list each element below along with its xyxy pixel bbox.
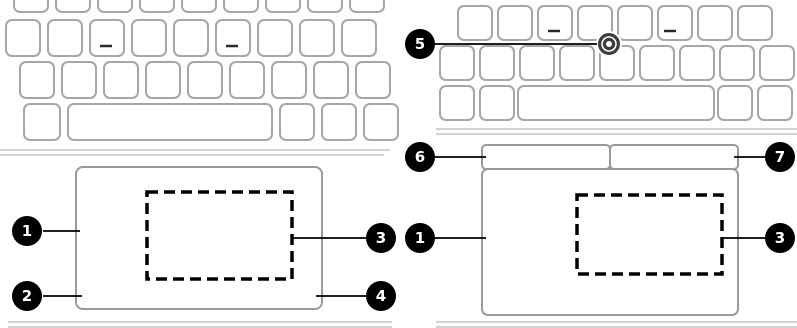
key — [355, 61, 391, 99]
key — [479, 45, 515, 81]
callout-3-right: 3 — [765, 223, 795, 253]
key — [657, 5, 693, 41]
callout-number: 3 — [376, 229, 386, 247]
key — [145, 61, 181, 99]
right-keyboard — [439, 5, 795, 121]
key — [759, 45, 795, 81]
key — [97, 0, 133, 13]
left-touchpad — [75, 166, 323, 310]
key — [559, 45, 595, 81]
key — [479, 85, 515, 121]
callout-6: 6 — [405, 142, 435, 172]
key — [23, 103, 61, 141]
callout-1-right: 1 — [405, 223, 435, 253]
key — [679, 45, 715, 81]
callout-number: 7 — [775, 148, 785, 166]
callout-number: 1 — [22, 222, 32, 240]
callout-number: 4 — [376, 287, 386, 305]
key — [89, 19, 125, 57]
key — [103, 61, 139, 99]
key — [341, 19, 377, 57]
key — [265, 0, 301, 13]
callout-number: 3 — [775, 229, 785, 247]
key — [299, 19, 335, 57]
right-chassis-edge — [436, 128, 797, 328]
callout-5: 5 — [405, 29, 435, 59]
key — [223, 0, 259, 13]
key — [737, 5, 773, 41]
callout-number: 2 — [22, 287, 32, 305]
key — [271, 61, 307, 99]
callout-number: 6 — [415, 148, 425, 166]
key — [257, 19, 293, 57]
spacebar — [517, 85, 715, 121]
key — [321, 103, 357, 141]
key — [577, 5, 613, 41]
key — [215, 19, 251, 57]
left-keyboard — [5, 0, 399, 141]
key — [757, 85, 793, 121]
callout-4-left: 4 — [366, 281, 396, 311]
key — [457, 5, 493, 41]
key — [519, 45, 555, 81]
key — [439, 85, 475, 121]
key — [181, 0, 217, 13]
left-callout-leaders — [43, 230, 366, 297]
right-pointing-stick-button — [609, 144, 739, 170]
key — [173, 19, 209, 57]
callout-7: 7 — [765, 142, 795, 172]
key — [307, 0, 343, 13]
key — [313, 61, 349, 99]
key — [187, 61, 223, 99]
key — [719, 45, 755, 81]
key — [61, 61, 97, 99]
key — [279, 103, 315, 141]
left-pointing-stick-button — [481, 144, 611, 170]
key — [537, 5, 573, 41]
key — [47, 19, 83, 57]
callout-number: 1 — [415, 229, 425, 247]
left-chassis-edge — [0, 149, 392, 328]
right-callout-leaders — [434, 43, 766, 239]
key — [439, 45, 475, 81]
key — [349, 0, 385, 13]
callout-3-left: 3 — [366, 223, 396, 253]
key — [229, 61, 265, 99]
key — [617, 5, 653, 41]
right-touchpad-zone — [575, 193, 724, 276]
left-touchpad-zone — [145, 190, 294, 281]
callout-2-left: 2 — [12, 281, 42, 311]
key — [19, 61, 55, 99]
callout-number: 5 — [415, 35, 425, 53]
key — [13, 0, 49, 13]
key — [139, 0, 175, 13]
key — [131, 19, 167, 57]
key — [697, 5, 733, 41]
key — [497, 5, 533, 41]
key — [717, 85, 753, 121]
key — [639, 45, 675, 81]
key — [5, 19, 41, 57]
key — [55, 0, 91, 13]
callout-1-left: 1 — [12, 216, 42, 246]
right-touchpad — [481, 168, 739, 316]
pointing-stick — [596, 31, 622, 57]
spacebar — [67, 103, 273, 141]
key — [363, 103, 399, 141]
